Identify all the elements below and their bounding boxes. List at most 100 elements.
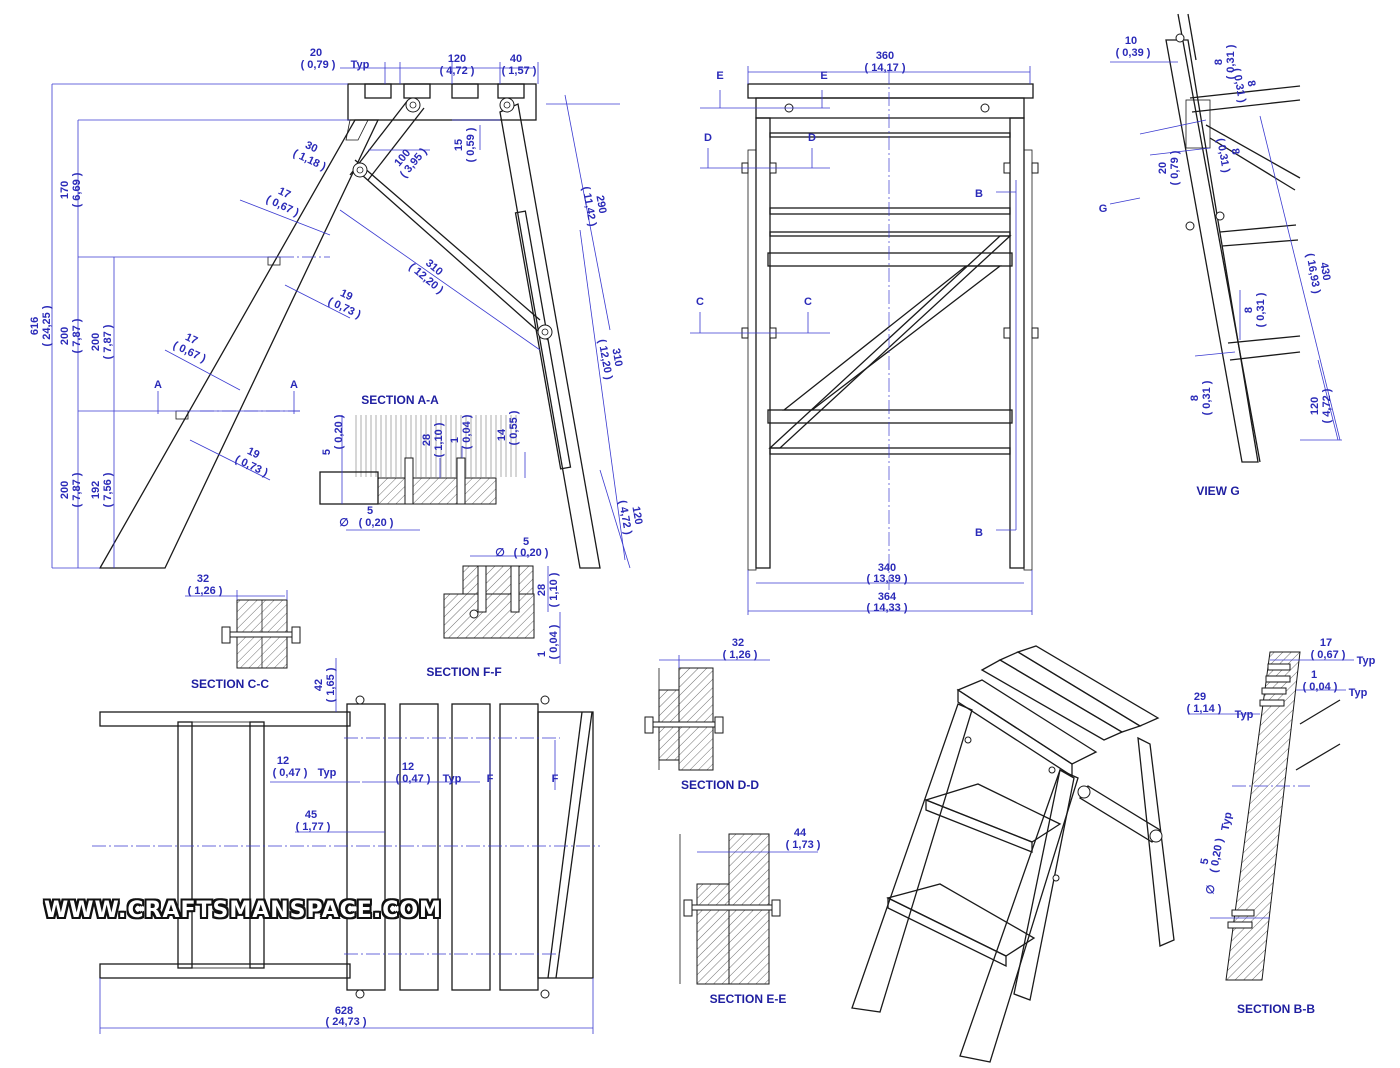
section-aa-title: SECTION A-A (361, 393, 439, 407)
svg-text:192: 192 (90, 481, 102, 499)
svg-text:310: 310 (609, 347, 624, 367)
svg-text:1: 1 (536, 651, 548, 657)
svg-text:( 0,31 ): ( 0,31 ) (1214, 137, 1232, 174)
svg-text:( 0,20 ): ( 0,20 ) (359, 517, 394, 529)
view-g: VIEW G G 10 ( 0,39 ) 8 ( 0,31 ) 8 ( 0,31… (1099, 13, 1342, 498)
svg-text:12: 12 (277, 755, 289, 767)
svg-text:120: 120 (1309, 397, 1321, 415)
svg-text:44: 44 (794, 827, 807, 839)
dim-40: 40 (510, 53, 522, 65)
svg-text:( 0,47 ): ( 0,47 ) (273, 767, 308, 779)
svg-text:Typ: Typ (443, 773, 462, 785)
svg-text:( 24,73 ): ( 24,73 ) (326, 1016, 367, 1028)
svg-text:30: 30 (303, 139, 319, 155)
top-view: 42 ( 1,65 ) 12 ( 0,47 ) Typ 12 ( 0,47 ) … (92, 658, 600, 1034)
svg-text:A: A (154, 379, 162, 391)
svg-text:B: B (975, 527, 983, 539)
svg-text:17: 17 (183, 331, 199, 347)
svg-text:E: E (716, 70, 723, 82)
svg-text:( 1,73 ): ( 1,73 ) (786, 839, 821, 851)
svg-text:( 0,31 ): ( 0,31 ) (1225, 44, 1237, 79)
svg-text:( 1,10 ): ( 1,10 ) (548, 572, 560, 607)
svg-text:29: 29 (1194, 691, 1206, 703)
svg-text:( 4,72 ): ( 4,72 ) (1321, 388, 1333, 423)
svg-text:( 0,79 ): ( 0,79 ) (301, 59, 336, 71)
svg-text:Typ: Typ (1349, 687, 1368, 699)
svg-text:( 0,79 ): ( 0,79 ) (1169, 150, 1181, 185)
side-view-front-leg (98, 119, 380, 569)
front-view: 360 ( 14,17 ) 340 ( 13,39 ) 364 ( 14,33 … (690, 50, 1039, 615)
svg-text:( 11,42 ): ( 11,42 ) (580, 186, 599, 228)
svg-text:( 7,87 ): ( 7,87 ) (71, 472, 83, 507)
svg-text:( 1,77 ): ( 1,77 ) (296, 821, 331, 833)
svg-text:( 0,04 ): ( 0,04 ) (461, 414, 473, 449)
svg-text:( 6,69 ): ( 6,69 ) (71, 172, 83, 207)
svg-text:( 1,14 ): ( 1,14 ) (1187, 703, 1222, 715)
svg-text:( 0,04 ): ( 0,04 ) (1303, 681, 1338, 693)
svg-text:( 0,20 ): ( 0,20 ) (514, 547, 549, 559)
section-ee: SECTION E-E 44 ( 1,73 ) (679, 827, 821, 1006)
svg-text:∅: ∅ (1204, 884, 1217, 896)
svg-text:15: 15 (453, 139, 465, 151)
svg-text:32: 32 (197, 573, 209, 585)
svg-text:( 13,39 ): ( 13,39 ) (867, 573, 908, 585)
svg-text:( 0,67 ): ( 0,67 ) (1311, 649, 1346, 661)
view-g-title: VIEW G (1196, 484, 1239, 498)
svg-text:( 12,20 ): ( 12,20 ) (595, 338, 614, 381)
svg-text:( 0,59 ): ( 0,59 ) (465, 127, 477, 162)
svg-text:Typ: Typ (1235, 709, 1254, 721)
svg-text:( 0,55 ): ( 0,55 ) (508, 410, 520, 445)
svg-text:E: E (820, 70, 827, 82)
section-ff: SECTION F-F ∅ 5 ( 0,20 ) 28 ( 1,10 ) 1 (… (426, 536, 561, 679)
svg-text:628: 628 (335, 1005, 353, 1017)
svg-text:8: 8 (1243, 307, 1255, 313)
svg-text:5: 5 (1199, 857, 1212, 865)
svg-text:( 4,72 ): ( 4,72 ) (440, 65, 475, 77)
svg-text:364: 364 (878, 591, 897, 603)
svg-text:616: 616 (29, 317, 41, 335)
svg-text:170: 170 (59, 181, 71, 199)
svg-text:Typ: Typ (351, 59, 370, 71)
svg-text:( 14,33 ): ( 14,33 ) (867, 602, 908, 614)
svg-text:8: 8 (1189, 395, 1201, 401)
svg-text:Typ: Typ (1220, 811, 1235, 832)
svg-text:A: A (290, 379, 298, 391)
svg-text:( 7,87 ): ( 7,87 ) (71, 318, 83, 353)
svg-text:C: C (804, 296, 812, 308)
section-cc-title: SECTION C-C (191, 677, 269, 691)
svg-text:200: 200 (59, 481, 71, 499)
svg-text:Typ: Typ (318, 767, 337, 779)
svg-text:( 0,31 ): ( 0,31 ) (1201, 380, 1213, 415)
svg-text:( 0,20 ): ( 0,20 ) (333, 414, 345, 449)
svg-text:5: 5 (367, 505, 373, 517)
svg-text:( 24,25 ): ( 24,25 ) (41, 305, 53, 346)
dim-120: 120 (448, 53, 466, 65)
section-ee-title: SECTION E-E (710, 992, 787, 1006)
side-view-top-board (347, 83, 537, 121)
svg-text:( 0,31 ): ( 0,31 ) (1255, 292, 1267, 327)
svg-text:360: 360 (876, 50, 894, 62)
svg-text:5: 5 (523, 536, 529, 548)
svg-text:( 14,17 ): ( 14,17 ) (865, 62, 906, 74)
svg-text:C: C (696, 296, 704, 308)
svg-text:D: D (808, 132, 816, 144)
svg-text:( 0,39 ): ( 0,39 ) (1116, 47, 1151, 59)
svg-text:( 7,87 ): ( 7,87 ) (102, 324, 114, 359)
svg-text:200: 200 (59, 327, 71, 345)
section-dd: SECTION D-D 32 ( 1,26 ) (644, 637, 770, 792)
svg-text:1: 1 (1311, 669, 1317, 681)
dim-20: 20 (310, 47, 322, 59)
svg-text:45: 45 (305, 809, 317, 821)
section-bb-title: SECTION B-B (1237, 1002, 1315, 1016)
section-bb: SECTION B-B 17 ( 0,67 ) Typ 1 ( 0,04 ) T… (1187, 637, 1376, 1016)
svg-text:F: F (552, 773, 559, 785)
svg-text:430: 430 (1317, 261, 1332, 281)
svg-text:200: 200 (90, 333, 102, 351)
svg-text:F: F (487, 773, 494, 785)
watermark: WWW.CRAFTSMANSPACE.COM (44, 898, 442, 923)
section-dd-title: SECTION D-D (681, 778, 759, 792)
svg-text:Typ: Typ (1357, 655, 1376, 667)
svg-text:( 1,26 ): ( 1,26 ) (188, 585, 223, 597)
svg-text:290: 290 (593, 194, 608, 214)
